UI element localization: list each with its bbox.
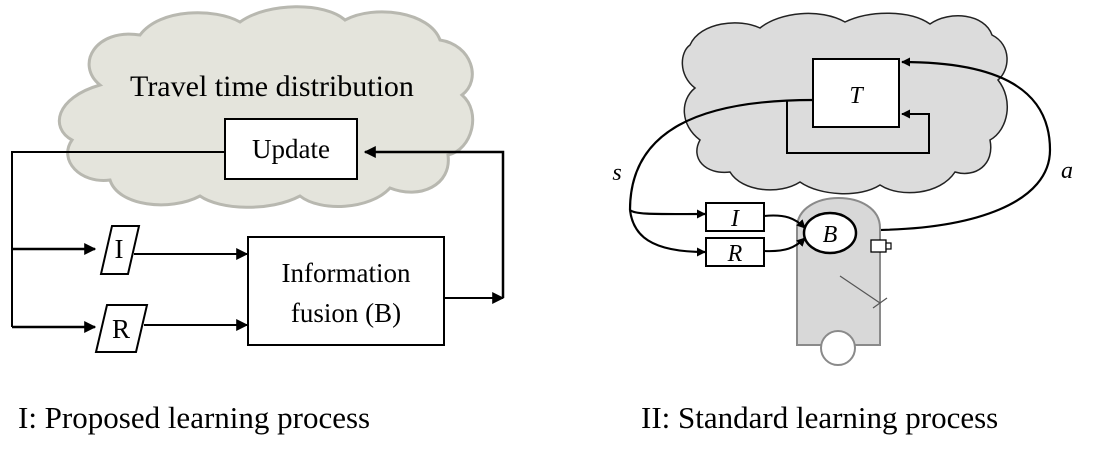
standard-process-diagram: T s a B I R — [612, 12, 1073, 366]
b-ellipse — [802, 211, 858, 255]
t-box — [812, 58, 900, 128]
proposed-process-diagram: Travel time distribution Update I R Info… — [11, 5, 505, 353]
r-label: R — [727, 241, 743, 267]
right-caption: II: Standard learning process — [641, 400, 999, 435]
fusion-box — [247, 236, 445, 346]
i-box — [705, 202, 765, 232]
a-curve — [854, 57, 1052, 232]
s-to-i-arrow — [629, 209, 706, 219]
a-label: a — [1061, 158, 1073, 184]
i-label: I — [730, 206, 740, 232]
input-i-parallelogram — [99, 225, 141, 275]
i-to-b-arrow — [763, 214, 806, 229]
cloud-label: Travel time distribution — [130, 70, 414, 103]
s-to-r-arrow — [628, 209, 706, 257]
t-self-loop — [786, 100, 930, 154]
input-r-parallelogram — [94, 304, 149, 353]
input-r-label: R — [112, 314, 130, 344]
update-label: Update — [252, 134, 330, 164]
input-i-label: I — [115, 234, 124, 264]
fusion-label-line1: Information — [282, 258, 411, 288]
robot-antenna — [839, 275, 881, 304]
r-to-b-arrow — [763, 237, 806, 253]
robot-camera-lens — [885, 242, 892, 250]
update-to-inputs-line — [11, 151, 225, 327]
robot-camera — [870, 239, 887, 253]
left-caption: I: Proposed learning process — [18, 400, 371, 435]
fusion-label-line2: fusion (B) — [291, 298, 401, 328]
robot-antenna-tip — [872, 297, 888, 309]
robot-wheel — [820, 330, 856, 366]
s-label: s — [612, 160, 621, 186]
s-curve — [628, 98, 814, 211]
update-box — [224, 118, 358, 180]
t-label: T — [849, 83, 864, 109]
b-label: B — [823, 222, 838, 248]
feedback-line — [363, 146, 505, 298]
